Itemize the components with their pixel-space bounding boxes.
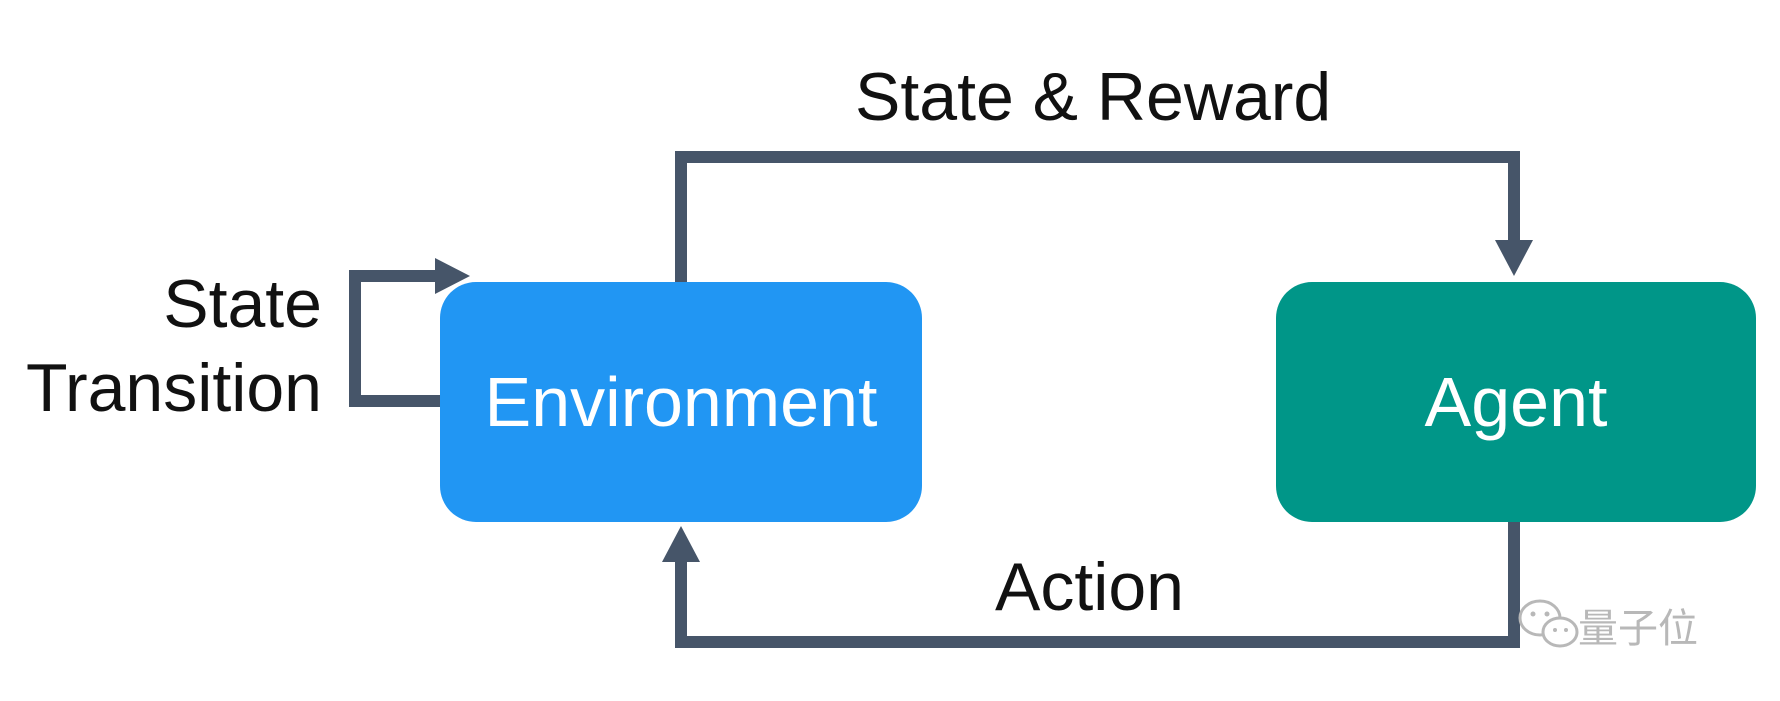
state-transition-arrow (349, 258, 470, 407)
watermark-text: 量子位 (1578, 606, 1698, 652)
state-reward-label: State & Reward (855, 59, 1332, 135)
wechat-icon (1518, 599, 1579, 648)
state-transition-label-line2: Transition (25, 350, 322, 426)
agent-label: Agent (1424, 363, 1608, 441)
state-transition-label: State Transition (0, 262, 322, 430)
environment-node: Environment (440, 282, 922, 522)
agent-node: Agent (1276, 282, 1756, 522)
environment-label: Environment (484, 363, 878, 441)
action-label: Action (995, 549, 1184, 625)
state-transition-label-line1: State (163, 266, 322, 342)
watermark: 量子位 (1508, 596, 1698, 654)
action-arrow (662, 522, 1520, 648)
state-reward-arrow (675, 151, 1533, 282)
